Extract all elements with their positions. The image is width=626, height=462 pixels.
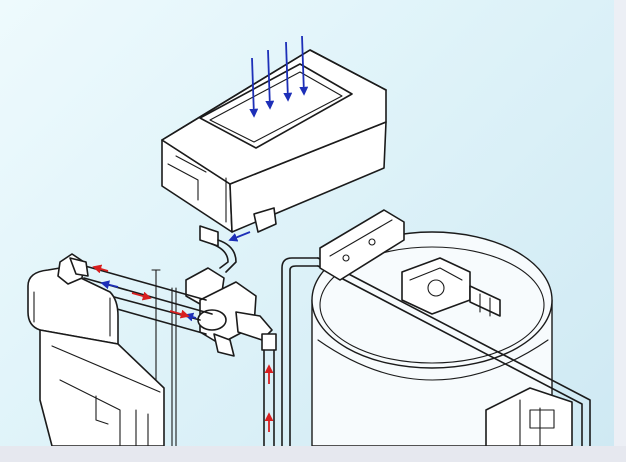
intake-downward-arrows: [249, 35, 309, 118]
page-margin-bottom: [0, 446, 626, 462]
diagram-frame: [0, 0, 614, 446]
left-tank: [27, 253, 165, 446]
funnel-reservoir: [161, 49, 387, 247]
cylindrical-vessel: [311, 231, 573, 446]
plumbing-diagram: [27, 35, 591, 446]
pipe-frame: [281, 209, 591, 446]
return-from-tank-arrows: [92, 264, 190, 319]
page-margin-right: [614, 0, 626, 462]
t-valve-junction: [151, 239, 277, 446]
